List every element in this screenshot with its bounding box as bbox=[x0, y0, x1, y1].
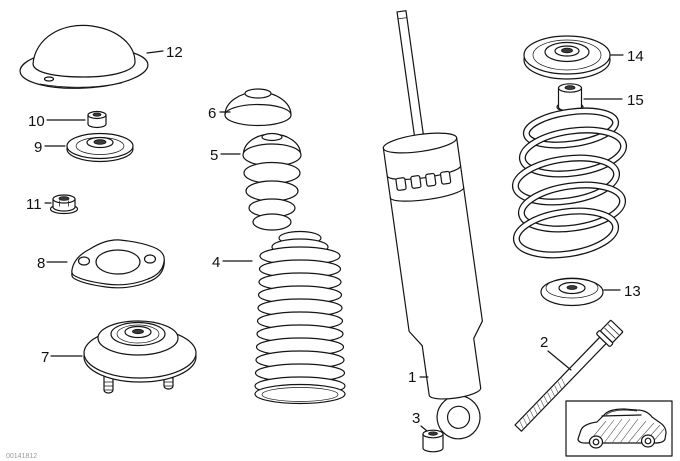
callout-3-leader bbox=[420, 425, 428, 432]
callout-12-label[interactable]: 12 bbox=[166, 44, 183, 61]
washer-part bbox=[66, 132, 134, 163]
callout-4-label[interactable]: 4 bbox=[212, 254, 220, 271]
leader-lines bbox=[44, 50, 624, 432]
buffer-sleeve-part bbox=[556, 83, 584, 113]
support-mount-part bbox=[83, 320, 197, 394]
small-cap-part bbox=[224, 88, 292, 127]
callout-11-label[interactable]: 11 bbox=[26, 196, 42, 213]
callout-1-label[interactable]: 1 bbox=[408, 369, 416, 386]
dome-cap-part bbox=[19, 24, 149, 89]
callout-8-label[interactable]: 8 bbox=[37, 255, 45, 272]
car-thumbnail[interactable] bbox=[565, 400, 673, 457]
callout-2-label[interactable]: 2 bbox=[540, 334, 548, 351]
bolt-part bbox=[514, 319, 624, 432]
callout-7-label[interactable]: 7 bbox=[41, 349, 49, 366]
callout-14-label[interactable]: 14 bbox=[627, 48, 644, 65]
coil-spring-part bbox=[511, 107, 628, 259]
callout-13-label[interactable]: 13 bbox=[624, 283, 641, 300]
callout-3-label[interactable]: 3 bbox=[412, 410, 420, 427]
shock-absorber-part bbox=[382, 10, 483, 440]
gasket-plate-part bbox=[71, 239, 165, 289]
callout-2-leader bbox=[547, 350, 572, 371]
callout-6-label[interactable]: 6 bbox=[208, 105, 216, 122]
upper-spring-pad-part bbox=[523, 35, 611, 80]
dust-bellows-part bbox=[254, 230, 346, 405]
lower-spring-pad-part bbox=[540, 277, 604, 307]
grommet-part bbox=[87, 110, 107, 129]
diagram-code: 00141812 bbox=[6, 453, 37, 460]
bump-stop-part bbox=[242, 132, 302, 231]
callout-15-label[interactable]: 15 bbox=[627, 92, 644, 109]
bushing-nut-part bbox=[422, 429, 444, 453]
callout-labels: 12 10 9 11 8 7 6 5 4 1 3 2 14 15 13 bbox=[26, 44, 644, 427]
callout-10-label[interactable]: 10 bbox=[28, 113, 45, 130]
callout-9-label[interactable]: 9 bbox=[34, 139, 42, 156]
callout-5-label[interactable]: 5 bbox=[210, 147, 218, 164]
flange-nut-part bbox=[49, 194, 79, 215]
callout-12-leader bbox=[146, 50, 164, 54]
